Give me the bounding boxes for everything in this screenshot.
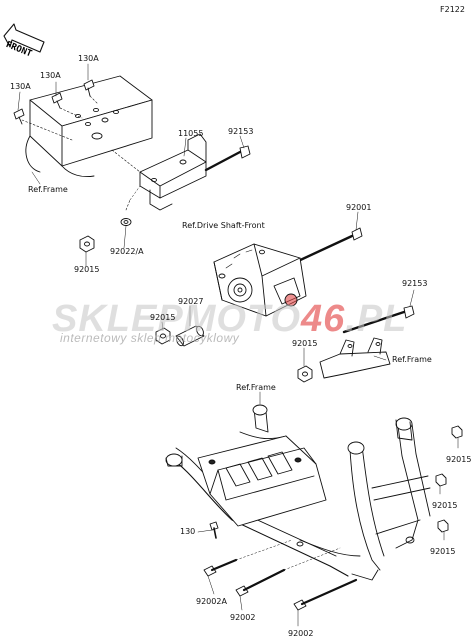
label-92015-right: 92015 [292,339,318,348]
nut-92015-left [79,235,95,253]
bolt-92001 [294,227,363,264]
bolt-130a-left [13,108,25,125]
label-92002-b: 92002 [288,629,314,638]
nut-92015-b1 [451,425,463,439]
nut-92015-right [297,365,313,383]
label-92001: 92001 [346,203,372,212]
nut-92015-b3 [437,519,449,533]
washer-92022a [120,199,132,226]
label-130: 130 [180,527,196,536]
label-92153-top: 92153 [228,127,254,136]
front-arrow-icon [3,23,45,53]
bolt-92002a [203,558,238,577]
bolt-92002-a [235,568,286,597]
label-130a-top: 130A [78,54,99,63]
bolt-130 [209,521,219,539]
label-92022a: 92022/A [110,247,144,256]
bolt-130a-top [83,79,95,97]
watermark-logo: SKLEPMOTO46.PL [52,298,408,340]
collar-92027 [175,325,205,347]
nut-92015-b2 [435,473,447,487]
front-differential [213,243,307,317]
label-92015-mid: 92015 [150,313,176,322]
label-ref-drive-shaft: Ref.Drive Shaft-Front [182,221,265,230]
bolt-92153-right [342,305,415,334]
label-92015-b2: 92015 [432,501,458,510]
label-92015-left: 92015 [74,265,100,274]
diagram-code: F2122 [440,5,465,14]
bolt-130a-mid [51,92,63,109]
watermark-subtitle: internetowy sklep motocyklowy [60,331,240,345]
bolt-92153-top [204,145,251,172]
right-frame-bracket [319,337,391,379]
label-92015-b1: 92015 [446,455,472,464]
label-ref-frame-right: Ref.Frame [392,355,432,364]
label-92002a: 92002A [196,597,227,606]
label-11055: 11055 [178,129,204,138]
label-92002-a: 92002 [230,613,256,622]
label-92015-b3: 92015 [430,547,456,556]
nut-92015-mid [155,327,171,345]
leader-lines-top [21,95,99,141]
label-ref-frame-left: Ref.Frame [28,185,68,194]
label-92027: 92027 [178,297,204,306]
upper-frame-member [25,75,153,177]
lower-frame [165,404,431,581]
bolt-92002-b [293,578,358,611]
leader-lines [17,63,459,627]
label-92153-right: 92153 [402,279,428,288]
label-130a-left: 130A [10,82,31,91]
label-130a-mid: 130A [40,71,61,80]
label-ref-frame-bottom: Ref.Frame [236,383,276,392]
